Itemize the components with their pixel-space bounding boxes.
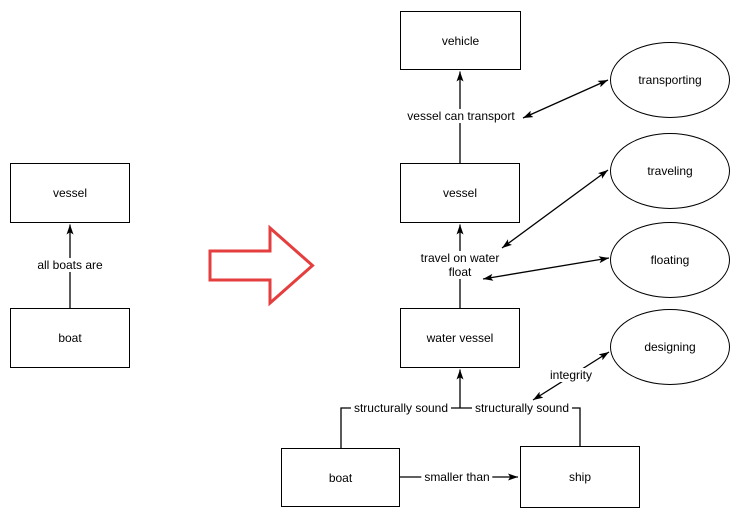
concept-traveling-ellipse[interactable]: traveling: [610, 133, 730, 209]
node-label: vehicle: [441, 33, 480, 48]
edge-travel-label-to-traveling: [501, 169, 609, 249]
concept-transporting-ellipse[interactable]: transporting: [610, 42, 730, 118]
concept-designing-ellipse[interactable]: designing: [610, 309, 730, 385]
node-label: floating: [650, 253, 690, 267]
node-label: transporting: [638, 73, 702, 87]
node-label: boat: [328, 470, 353, 485]
before-boat-node[interactable]: boat: [10, 308, 130, 368]
node-label: boat: [58, 331, 82, 345]
edge-label-float: float: [445, 265, 475, 279]
node-label: ship: [568, 470, 591, 484]
right-arrow-icon[interactable]: [208, 224, 315, 307]
edge-label-smaller-than: smaller than: [421, 470, 493, 484]
node-label: water vessel: [426, 331, 494, 345]
edge-label-structurally-sound-right: structurally sound: [471, 401, 573, 415]
edge-label-vessel-can-transport: vessel can transport: [404, 109, 518, 123]
after-vessel-node[interactable]: vessel: [400, 163, 520, 223]
after-boat-node[interactable]: boat: [281, 448, 400, 507]
edge-float-label-to-floating: [482, 256, 610, 281]
node-label: vessel: [442, 186, 477, 200]
edge-label-all-boats-are: all boats are: [34, 258, 106, 272]
edge-label-travel-on-water: travel on water: [417, 251, 503, 265]
concept-floating-ellipse[interactable]: floating: [610, 222, 730, 298]
after-ship-node[interactable]: ship: [520, 446, 640, 508]
before-vessel-node[interactable]: vessel: [10, 163, 130, 223]
edge-label-structurally-sound-left: structurally sound: [350, 401, 452, 415]
node-label: traveling: [647, 164, 693, 178]
after-vehicle-node[interactable]: vehicle: [400, 11, 521, 70]
edge-transport-label-to-transporting: [522, 79, 609, 119]
edge-label-integrity: integrity: [546, 368, 596, 382]
after-water-vessel-node[interactable]: water vessel: [400, 308, 520, 368]
node-label: designing: [644, 340, 696, 354]
node-label: vessel: [52, 186, 87, 200]
